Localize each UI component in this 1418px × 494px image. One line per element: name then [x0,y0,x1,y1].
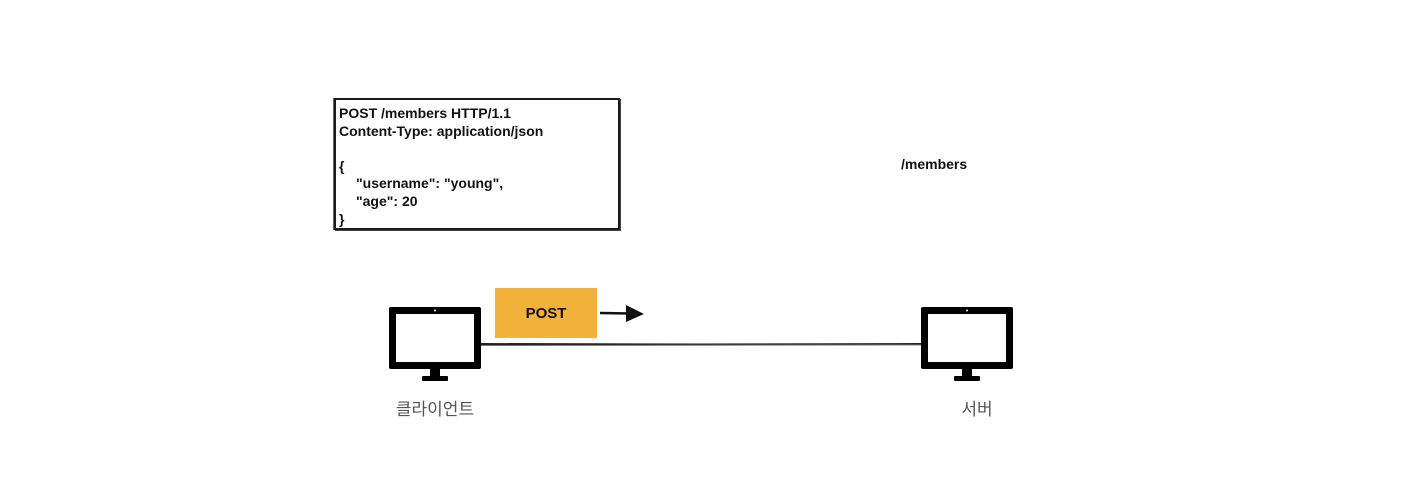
client-label: 클라이언트 [395,400,475,419]
body-username-line: "username": "young", [356,175,504,192]
http-request-message: POST /members HTTP/1.1 Content-Type: app… [334,98,620,230]
server-monitor-icon [921,307,1013,381]
server-label: 서버 [961,400,993,419]
header-line: Content-Type: application/json [339,122,544,139]
request-line: POST /members HTTP/1.1 [339,105,511,121]
resource-path-label: /members [901,156,968,172]
blank-line [339,140,618,158]
post-method-tag: POST [495,288,597,338]
body-open-brace: { [339,157,345,174]
method-tag-label: POST [525,304,567,322]
client-monitor-icon [389,307,481,381]
arrow-right-icon [599,305,644,322]
body-close-brace: } [339,210,345,227]
connection-line-sketch [480,344,922,346]
body-age-line: "age": 20 [356,192,418,209]
connection-line [480,343,922,346]
